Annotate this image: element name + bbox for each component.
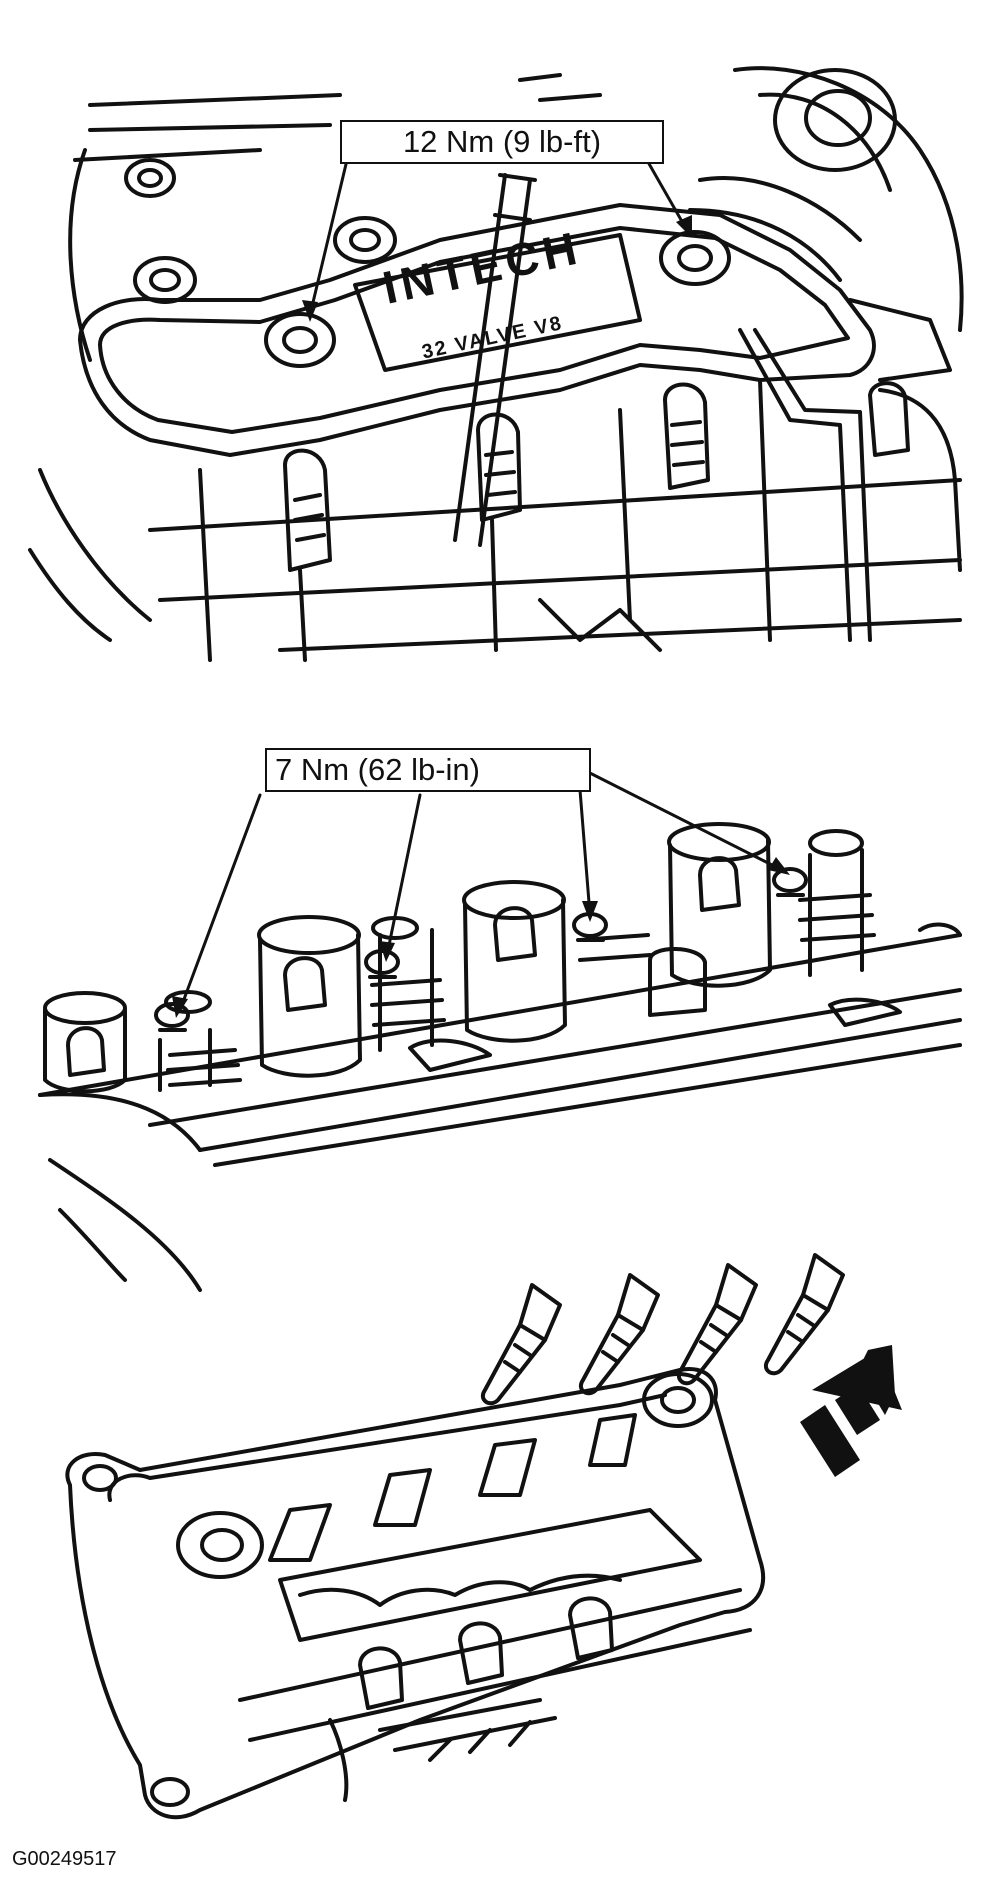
coil-bolt (366, 951, 398, 977)
coil-bolt (774, 869, 806, 895)
removal-arrow-icon (800, 1345, 902, 1477)
cover-bolt (335, 218, 395, 262)
ignition-coil (669, 824, 874, 986)
cover-bolt (266, 314, 334, 366)
coil-connector (285, 451, 330, 660)
middle-coil-view (40, 824, 960, 1290)
ignition-coil (259, 917, 444, 1076)
figure-id: G00249517 (12, 1848, 117, 1870)
ignition-coil (45, 992, 240, 1091)
bottom-cover-view (67, 1369, 763, 1817)
removed-coil (581, 1275, 658, 1393)
removed-coil (679, 1265, 756, 1383)
cover-boss (178, 1513, 262, 1577)
coil-connector (478, 415, 520, 651)
removed-coil (766, 1255, 843, 1373)
cover-boss (644, 1374, 712, 1426)
coil-bolt (156, 1004, 188, 1030)
coil-connector (665, 385, 708, 489)
cover-bolt (661, 232, 729, 284)
cover-bolt (135, 258, 195, 302)
torque-callout-top: 12 Nm (9 lb-ft) (340, 120, 664, 164)
torque-callout-middle: 7 Nm (62 lb-in) (265, 748, 591, 792)
cover-bolt (126, 160, 174, 196)
removed-coil (483, 1285, 560, 1403)
coil-connector (870, 383, 908, 455)
top-engine-view (30, 68, 962, 660)
mid-callout-leaders (180, 768, 782, 1010)
